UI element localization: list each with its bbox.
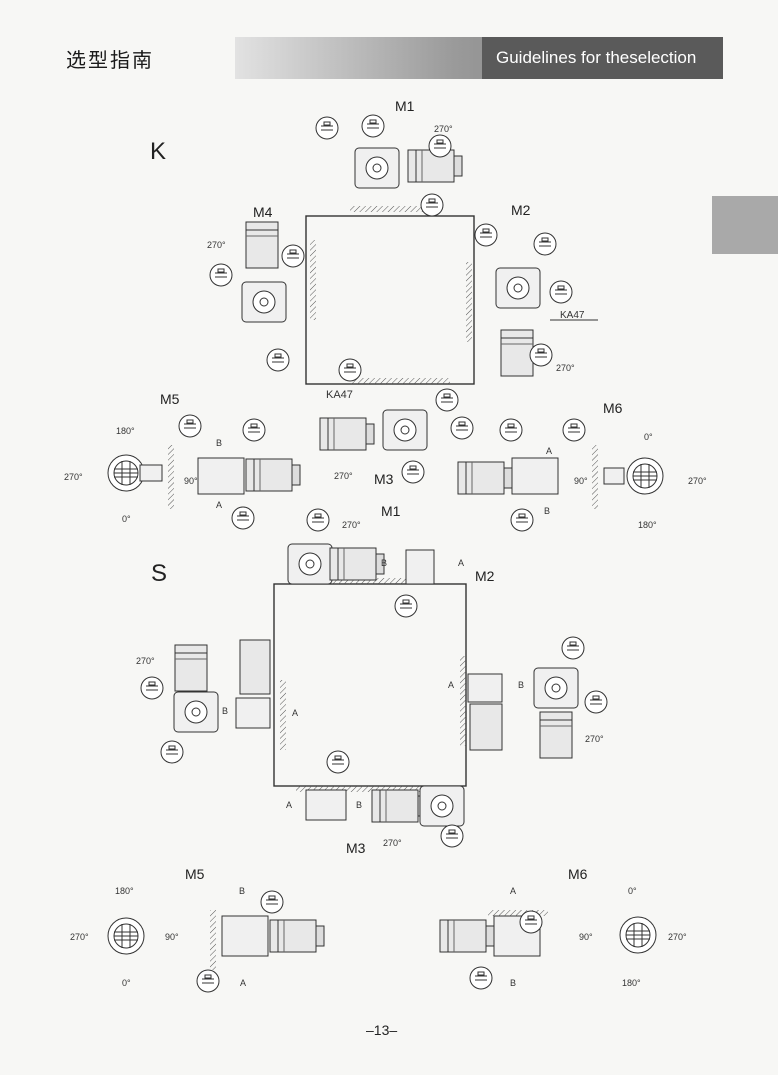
s-m6-angle-bottom: 180° [622, 978, 641, 988]
header-title-en: Guidelines for theselection [496, 48, 697, 67]
s-m5-angle-left: 270° [70, 932, 89, 942]
k-m2-angle: 270° [556, 363, 575, 373]
s-m5-angle-top: 180° [115, 886, 134, 896]
k-model-label: KA47 [560, 310, 585, 321]
k-m6-angle-left: 90° [574, 476, 588, 486]
k-m1-angle: 270° [434, 124, 453, 134]
s-m2-angle: 270° [585, 734, 604, 744]
s-m3-shaft-a: A [286, 800, 293, 810]
k-m6-angle-right: 270° [688, 476, 707, 486]
s-m5-shaft-a: A [240, 978, 247, 988]
k-m5-angle-left: 270° [64, 472, 83, 482]
k-m4-label: M4 [253, 204, 273, 220]
k-m3-angle: 270° [334, 471, 353, 481]
s-m2-shaft-b: B [518, 680, 525, 690]
s-m6-angle-right: 270° [668, 932, 687, 942]
s-left-angle: 270° [136, 656, 155, 666]
section-k-letter: K [150, 138, 167, 165]
section-s-letter: S [151, 560, 168, 587]
side-tab [712, 196, 778, 254]
s-m3-label: M3 [346, 840, 366, 856]
s-m3-shaft-b: B [356, 800, 363, 810]
k-model-label-b: KA47 [326, 389, 353, 401]
k-m2-label: M2 [511, 202, 531, 218]
k-m1-label: M1 [395, 98, 415, 114]
s-m5-angle-right: 90° [165, 932, 179, 942]
k-m6-shaft-a: A [546, 446, 553, 456]
s-m6-shaft-b: B [510, 978, 517, 988]
s-m6-label: M6 [568, 866, 588, 882]
header-title-zh: 选型指南 [66, 50, 154, 72]
page-number: –13– [366, 1022, 398, 1038]
s-m1-shaft-b: B [381, 558, 388, 568]
s-left-shaft-b: B [222, 706, 229, 716]
k-m6-shaft-b: B [544, 506, 551, 516]
s-m5-label: M5 [185, 866, 205, 882]
s-m2-shaft-a: A [448, 680, 455, 690]
k-m5-shaft-b: B [216, 438, 223, 448]
s-m1-angle: 270° [342, 520, 361, 530]
k-m6-angle-top: 0° [644, 432, 653, 442]
s-m6-angle-top: 0° [628, 886, 637, 896]
header-band-dark [482, 37, 723, 79]
k-m5-angle-bottom: 0° [122, 514, 131, 524]
s-m5-angle-bottom: 0° [122, 978, 131, 988]
s-m5-shaft-b: B [239, 886, 246, 896]
k-m5-angle-right: 90° [184, 476, 198, 486]
k-m4-angle: 270° [207, 240, 226, 250]
k-m5-shaft-a: A [216, 500, 223, 510]
s-m1-shaft-a: A [458, 558, 465, 568]
s-m1-label: M1 [381, 503, 401, 519]
s-m2-label: M2 [475, 568, 495, 584]
k-m6-label: M6 [603, 400, 623, 416]
s-m6-angle-left: 90° [579, 932, 593, 942]
k-m6-angle-bottom: 180° [638, 520, 657, 530]
k-m5-angle-top: 180° [116, 426, 135, 436]
s-m3-angle: 270° [383, 838, 402, 848]
s-m6-shaft-a: A [510, 886, 517, 896]
s-left-shaft-a: A [292, 708, 299, 718]
k-m5-label: M5 [160, 391, 180, 407]
k-m3-label: M3 [374, 471, 394, 487]
